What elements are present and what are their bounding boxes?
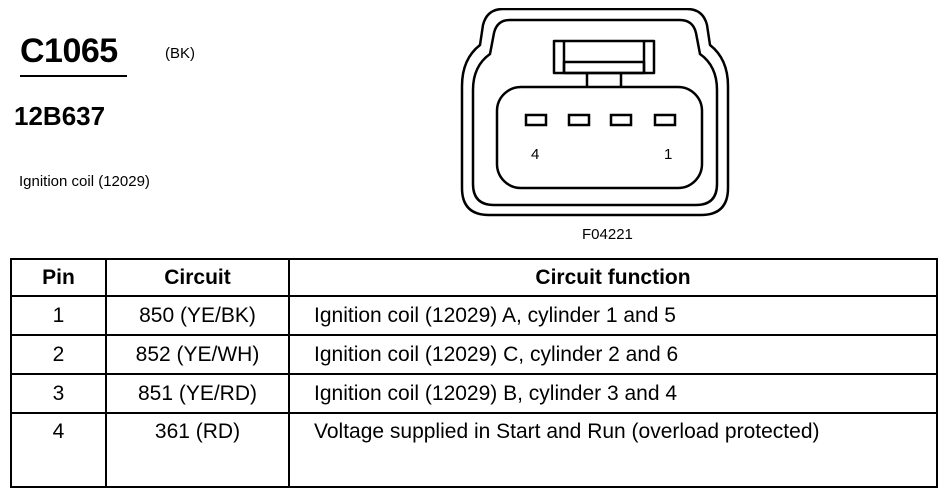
pin-cell: 4 [10, 412, 107, 488]
pin-label-1: 1 [664, 146, 672, 163]
function-cell: Ignition coil (12029) C, cylinder 2 and … [288, 334, 938, 375]
pin-terminal-1 [653, 113, 677, 127]
circuit-cell: 851 (YE/RD) [105, 373, 290, 414]
function-cell: Voltage supplied in Start and Run (overl… [288, 412, 938, 488]
table-header-row: Pin Circuit Circuit function [10, 258, 938, 297]
connector-id: C1065 [20, 32, 118, 70]
function-cell: Ignition coil (12029) B, cylinder 3 and … [288, 373, 938, 414]
pin-terminal-2 [609, 113, 633, 127]
table-row: 2 852 (YE/WH) Ignition coil (12029) C, c… [10, 334, 938, 375]
circuit-cell: 852 (YE/WH) [105, 334, 290, 375]
pinout-table: Pin Circuit Circuit function 1 850 (YE/B… [10, 258, 938, 488]
table-row: 4 361 (RD) Voltage supplied in Start and… [10, 412, 938, 488]
header-circuit: Circuit [105, 258, 290, 297]
lock-tab-button [562, 60, 646, 75]
component-description: Ignition coil (12029) [19, 173, 150, 190]
pin-cell: 1 [10, 295, 107, 336]
lock-tab-frame [552, 39, 656, 75]
table-row: 3 851 (YE/RD) Ignition coil (12029) B, c… [10, 373, 938, 414]
circuit-cell: 850 (YE/BK) [105, 295, 290, 336]
pin-cell: 2 [10, 334, 107, 375]
connector-inner-shell [471, 18, 719, 207]
header-circuit-function: Circuit function [288, 258, 938, 297]
pin-label-4: 4 [531, 146, 539, 163]
pin-cell: 3 [10, 373, 107, 414]
connector-color: (BK) [165, 45, 195, 62]
figure-id: F04221 [582, 226, 633, 243]
table-row: 1 850 (YE/BK) Ignition coil (12029) A, c… [10, 295, 938, 336]
connector-id-underline [20, 75, 127, 77]
part-number: 12B637 [14, 101, 106, 131]
function-cell: Ignition coil (12029) A, cylinder 1 and … [288, 295, 938, 336]
connector-face-diagram: 4 1 [460, 8, 730, 217]
pin-terminal-3 [567, 113, 591, 127]
pin-cavity [495, 85, 704, 190]
pin-terminal-4 [524, 113, 548, 127]
connector-outer-shell [460, 8, 730, 217]
circuit-cell: 361 (RD) [105, 412, 290, 488]
header-pin: Pin [10, 258, 107, 297]
